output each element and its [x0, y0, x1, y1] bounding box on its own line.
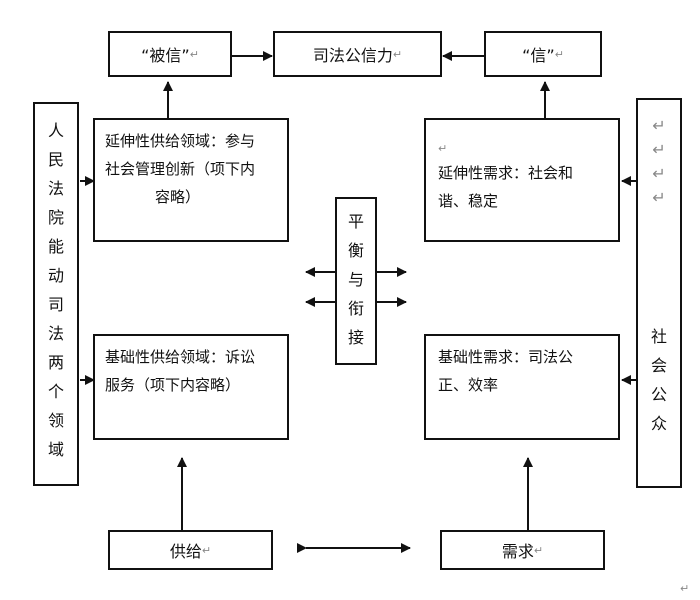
- box-sifa-gongxinli: 司法公信力 ↵: [273, 31, 442, 77]
- paragraph-mark: ↵: [652, 164, 666, 183]
- supply-basic-line1: 基础性供给领域：诉讼: [105, 348, 256, 366]
- supply-basic-line2: 服务（项下内容略）: [105, 376, 241, 394]
- demand-basic-line1: 基础性需求：司法公: [438, 348, 574, 366]
- sifa-gongxinli-label: 司法公信力: [312, 46, 393, 65]
- paragraph-mark: ↵: [652, 116, 666, 135]
- center-char: 衔: [347, 299, 364, 318]
- box-balance-link: 平 衡 与 衔 接: [335, 197, 377, 365]
- left-char: 法: [47, 324, 64, 343]
- left-char: 司: [47, 295, 64, 314]
- left-char: 动: [47, 266, 64, 285]
- box-supply-extended: 延伸性供给领域：参与 社会管理创新（项下内 容略）: [93, 118, 289, 242]
- right-char: 社: [650, 327, 667, 346]
- center-char: 衡: [347, 241, 364, 260]
- box-demand-basic: 基础性需求：司法公 正、效率: [424, 334, 620, 440]
- box-supply: 供给 ↵: [108, 530, 273, 570]
- paragraph-mark: ↵: [533, 543, 544, 557]
- supply-extended-line1: 延伸性供给领域：参与: [105, 132, 256, 150]
- box-demand: 需求 ↵: [440, 530, 605, 570]
- left-char: 民: [47, 150, 64, 169]
- supply-label: 供给: [169, 542, 202, 561]
- paragraph-mark: ↵: [438, 142, 448, 155]
- left-char: 领: [47, 411, 64, 430]
- paragraph-mark: ↵: [554, 47, 564, 61]
- box-public: ↵ ↵ ↵ ↵ 社 会 公 众: [636, 98, 682, 488]
- right-char: 会: [650, 356, 667, 375]
- left-char: 能: [47, 237, 64, 256]
- box-supply-basic: 基础性供给领域：诉讼 服务（项下内容略）: [93, 334, 289, 440]
- left-char: 法: [47, 179, 64, 198]
- right-char: 众: [650, 414, 667, 433]
- box-demand-extended: ↵ 延伸性需求：社会和 谐、稳定: [424, 118, 620, 242]
- center-char: 平: [347, 212, 364, 231]
- paragraph-mark: ↵: [680, 582, 690, 595]
- paragraph-mark: ↵: [392, 47, 403, 61]
- left-char: 人: [47, 121, 64, 140]
- paragraph-mark: ↵: [652, 140, 666, 159]
- supply-extended-line3: 容略）: [155, 188, 201, 206]
- left-char: 院: [47, 208, 64, 227]
- paragraph-mark: ↵: [201, 543, 212, 557]
- center-char: 与: [347, 270, 364, 289]
- supply-extended-line2: 社会管理创新（项下内: [105, 160, 256, 178]
- box-xin: “信” ↵: [484, 31, 602, 77]
- box-court-two-domains: 人 民 法 院 能 动 司 法 两 个 领 域: [33, 102, 79, 486]
- paragraph-mark: ↵: [652, 188, 666, 207]
- paragraph-mark: ↵: [189, 47, 199, 61]
- right-char: 公: [650, 385, 667, 404]
- demand-extended-line2: 谐、稳定: [438, 192, 499, 210]
- left-char: 域: [47, 440, 64, 459]
- xin-label: “信”: [522, 46, 555, 65]
- box-bei-xin: “被信” ↵: [108, 31, 232, 77]
- demand-basic-line2: 正、效率: [438, 376, 499, 394]
- left-char: 两: [47, 353, 64, 372]
- demand-extended-line1: 延伸性需求：社会和: [438, 164, 574, 182]
- center-char: 接: [347, 328, 364, 347]
- left-char: 个: [47, 382, 64, 401]
- demand-label: 需求: [501, 542, 534, 561]
- bei-xin-label: “被信”: [141, 46, 190, 65]
